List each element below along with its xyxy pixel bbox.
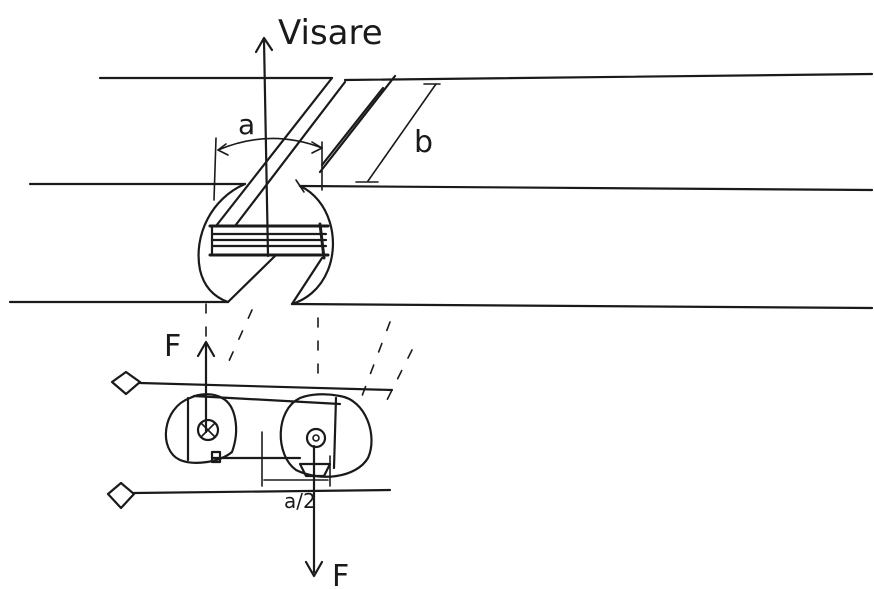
left-pin-housing xyxy=(164,393,238,464)
velocity-arrow xyxy=(254,36,274,258)
force-label-bottom: F xyxy=(332,559,349,589)
half-width-label: a/2 xyxy=(284,489,316,513)
lower-rail xyxy=(106,481,392,510)
force-arrow-up xyxy=(196,340,216,434)
middle-plate-line xyxy=(28,182,874,192)
velocity-label: Visare xyxy=(278,13,383,53)
force-arrow-down xyxy=(304,444,324,578)
half-width-dimension xyxy=(261,431,331,487)
left-pin xyxy=(196,418,220,442)
diagonal-slot xyxy=(214,74,397,306)
top-plate-line xyxy=(98,72,874,82)
bottom-plate-line xyxy=(8,300,874,310)
width-dimension xyxy=(213,137,323,201)
force-label-top: F xyxy=(164,329,181,364)
socket-profile xyxy=(197,179,335,306)
right-pin xyxy=(305,427,327,449)
connecting-link xyxy=(192,394,342,478)
depth-label: b xyxy=(414,125,433,160)
width-label: a xyxy=(238,108,255,141)
right-pin-housing xyxy=(279,393,373,478)
upper-rail xyxy=(110,370,394,396)
projection-lines xyxy=(205,303,413,411)
depth-dimension xyxy=(355,83,441,183)
